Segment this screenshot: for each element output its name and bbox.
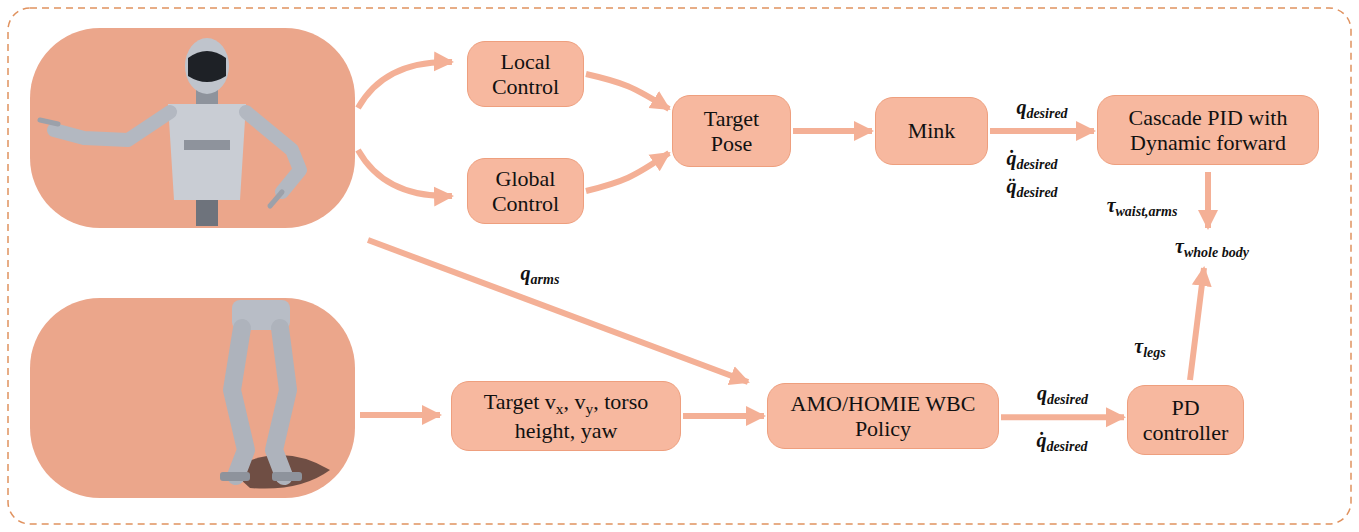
flow-arrow (683, 413, 764, 419)
box-label: Cascade PID with Dynamic forward (1106, 105, 1310, 156)
arrow-to-local (358, 62, 452, 108)
arrow-to-target (360, 412, 440, 418)
process-box: Mink (875, 97, 988, 165)
flow-arrow (990, 128, 1094, 134)
lower-body-panel (30, 298, 355, 498)
signal-label: τlegs (1132, 335, 1167, 362)
flow-arrow (586, 74, 669, 109)
process-box: Local Control (467, 41, 584, 108)
box-label: Target Pose (681, 106, 782, 157)
lower-body-robot (220, 300, 330, 489)
upper-body-robot (40, 38, 300, 226)
flow-arrow (793, 128, 872, 134)
signal-label: τwaist,arms (1105, 194, 1180, 221)
signal-label: qdesired (1014, 96, 1069, 123)
signal-label: q̇desired (1004, 147, 1059, 174)
dashed-frame (8, 8, 1351, 524)
process-box: Target Pose (672, 95, 791, 167)
process-box: Cascade PID with Dynamic forward (1097, 95, 1319, 165)
box-label: Global Control (476, 166, 575, 217)
process-box: PD controller (1127, 385, 1244, 455)
arrow-to-global (358, 150, 452, 196)
layout-arrows (358, 62, 1208, 415)
box-label: Local Control (476, 49, 575, 100)
signal-label: qdesired (1035, 382, 1090, 409)
arrow-legs (1190, 268, 1204, 380)
process-box: Target vx, vy, torso height, yaw (451, 381, 681, 451)
signal-label: q̈desired (1004, 175, 1059, 202)
signal-label: τwhole body (1173, 235, 1251, 262)
signal-label: qarms (519, 262, 562, 289)
flow-arrow (586, 153, 669, 191)
arrow-waist-arms (1205, 172, 1211, 228)
flow-arrow (1001, 414, 1124, 420)
signal-label: q̇desired (1034, 429, 1089, 456)
box-label: PD controller (1136, 395, 1235, 446)
upper-body-panel (30, 28, 355, 228)
process-box: AMO/HOMIE WBC Policy (767, 383, 999, 450)
box-label: Mink (908, 118, 956, 143)
arrow-arms (368, 240, 748, 382)
process-box: Global Control (467, 158, 584, 225)
box-label: Target vx, vy, torso height, yaw (460, 389, 672, 443)
box-label: AMO/HOMIE WBC Policy (776, 391, 990, 442)
